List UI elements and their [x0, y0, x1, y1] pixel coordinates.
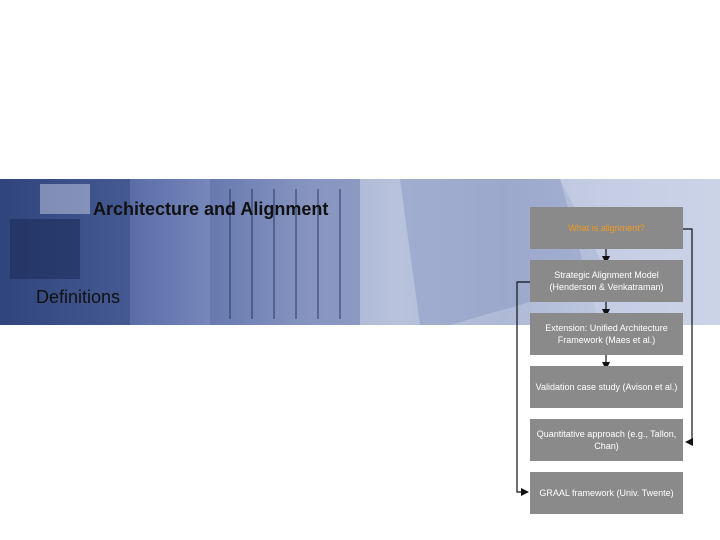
slide-title: Architecture and Alignment	[93, 199, 329, 219]
flow-box-graal-framework: GRAAL framework (Univ. Twente)	[530, 472, 683, 514]
flow-box-quantitative-approach: Quantitative approach (e.g., Tallon, Cha…	[530, 419, 683, 461]
slide-subtitle: Definitions	[36, 287, 121, 307]
flow-box-validation-case-study: Validation case study (Avison et al.)	[530, 366, 683, 408]
flow-box-unified-architecture-framework: Extension: Unified Architecture Framewor…	[530, 313, 683, 355]
flow-box-what-is-alignment: What is alignment?	[530, 207, 683, 249]
flow-box-strategic-alignment-model: Strategic Alignment Model (Henderson & V…	[530, 260, 683, 302]
